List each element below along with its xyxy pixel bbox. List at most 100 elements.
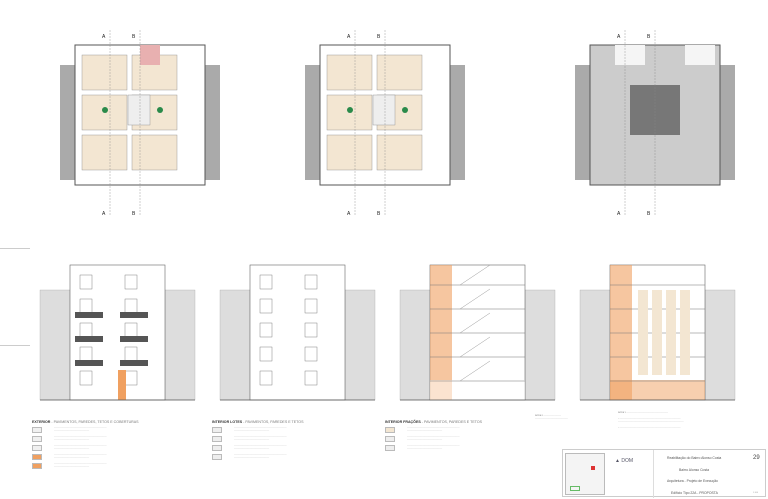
legend-title: INTERIOR LOTES - PAVIMENTOS, PAREDES E T…	[212, 420, 304, 424]
window	[124, 298, 138, 314]
window	[259, 298, 273, 314]
section-mark: B	[132, 211, 136, 217]
legend-item: ————————————————————————————————————————	[32, 436, 197, 442]
legend-title: INTERIOR FRAÇÕES - PAVIMENTOS, PAREDES E…	[385, 420, 483, 424]
stair	[127, 94, 151, 126]
material-swatch	[385, 436, 395, 442]
elevation-2	[219, 264, 376, 401]
window	[304, 274, 318, 290]
window	[124, 370, 138, 386]
neighbour-facade	[219, 289, 251, 401]
material-swatch	[32, 463, 42, 469]
notes: NOTA 1 ——————————————————— • ———————————…	[618, 412, 684, 429]
section-mark: B	[132, 34, 136, 40]
legend-item: ————————————————————————————————————————	[32, 427, 197, 433]
legend-title: EXTERIOR - PAVIMENTOS, PAREDES, TETOS E …	[32, 420, 139, 424]
window	[79, 322, 93, 338]
sheet-number: 29	[753, 455, 760, 461]
balcony	[75, 336, 103, 342]
legend-item: ————————————————————————————————————————	[32, 454, 197, 460]
stair-flight	[459, 312, 491, 334]
material-swatch	[212, 436, 222, 442]
material-swatch	[385, 427, 395, 433]
neighbour-facade	[344, 289, 376, 401]
section-mark: B	[647, 211, 651, 217]
project-title: Reabilitação do Bairro Alonso Costa	[667, 456, 722, 460]
room	[376, 54, 423, 91]
key-plan	[565, 453, 605, 495]
legend-item: ————————————————————————————————————————	[212, 445, 377, 451]
material-swatch	[385, 445, 395, 451]
stair-flight	[459, 264, 491, 286]
tree-marker	[102, 107, 108, 113]
window	[304, 346, 318, 362]
entrance-path	[140, 45, 160, 65]
legend-item: ————————————————————————————————————————	[385, 445, 550, 451]
tree-marker	[347, 107, 353, 113]
neighbour-facade	[704, 289, 736, 401]
legend-3: INTERIOR FRAÇÕES - PAVIMENTOS, PAREDES E…	[385, 420, 550, 451]
notes-2: NOTA 2 ———————— ———————————————	[535, 415, 568, 420]
phase: Arquitetura - Projeto de Execução	[667, 479, 718, 483]
balcony	[75, 360, 103, 366]
scale: 1:100	[753, 492, 759, 494]
legend-2: INTERIOR LOTES - PAVIMENTOS, PAREDES E T…	[212, 420, 377, 460]
material-swatch	[32, 454, 42, 460]
neighbour-facade	[399, 289, 431, 401]
neighbour-block	[305, 65, 320, 180]
neighbour-block	[720, 65, 735, 180]
balcony	[75, 312, 103, 318]
logo: ▲ DOM	[615, 458, 634, 464]
window	[259, 274, 273, 290]
neighbour-block	[60, 65, 75, 180]
tree-marker	[402, 107, 408, 113]
elevation-3	[399, 264, 556, 401]
legend-item: ————————————————————————————————————————	[212, 454, 377, 460]
material-swatch	[32, 436, 42, 442]
neighbour-block	[450, 65, 465, 180]
neighbour-facade	[524, 289, 556, 401]
section-mark: B	[377, 34, 381, 40]
interior-wall	[680, 290, 690, 375]
stair	[372, 94, 396, 126]
room	[81, 54, 128, 91]
elevation-1	[39, 264, 196, 401]
window	[124, 274, 138, 290]
balcony	[120, 336, 148, 342]
window	[79, 370, 93, 386]
neighbour-facade	[579, 289, 611, 401]
material-swatch	[212, 454, 222, 460]
section-mark: A	[617, 211, 621, 217]
terrace	[615, 45, 645, 65]
sheet-margin-line	[0, 248, 30, 249]
material-swatch	[32, 427, 42, 433]
legend-item: ————————————————————————————————————————	[385, 436, 550, 442]
stair-flight	[459, 360, 491, 382]
material-swatch	[32, 445, 42, 451]
window	[79, 298, 93, 314]
location: Bairro Alonso Costa	[679, 468, 709, 472]
room	[81, 134, 128, 171]
section-mark: A	[102, 34, 106, 40]
interior-wall	[638, 290, 648, 375]
note-2-title: NOTA 2	[535, 415, 543, 417]
legend-1: EXTERIOR - PAVIMENTOS, PAREDES, TETOS E …	[32, 420, 197, 469]
neighbour-block	[575, 65, 590, 180]
tree-marker	[157, 107, 163, 113]
sheet-margin-line	[0, 345, 30, 346]
interior-wall	[666, 290, 676, 375]
window	[124, 322, 138, 338]
interior-wall	[652, 290, 662, 375]
section-mark: A	[102, 211, 106, 217]
plan-1: A A B B	[60, 30, 220, 217]
window	[79, 274, 93, 290]
elevations-sections	[39, 264, 736, 401]
stair-flight	[459, 336, 491, 358]
neighbour-block	[205, 65, 220, 180]
legend-item: ————————————————————————————————————————	[212, 436, 377, 442]
terrace	[685, 45, 715, 65]
room	[326, 134, 373, 171]
